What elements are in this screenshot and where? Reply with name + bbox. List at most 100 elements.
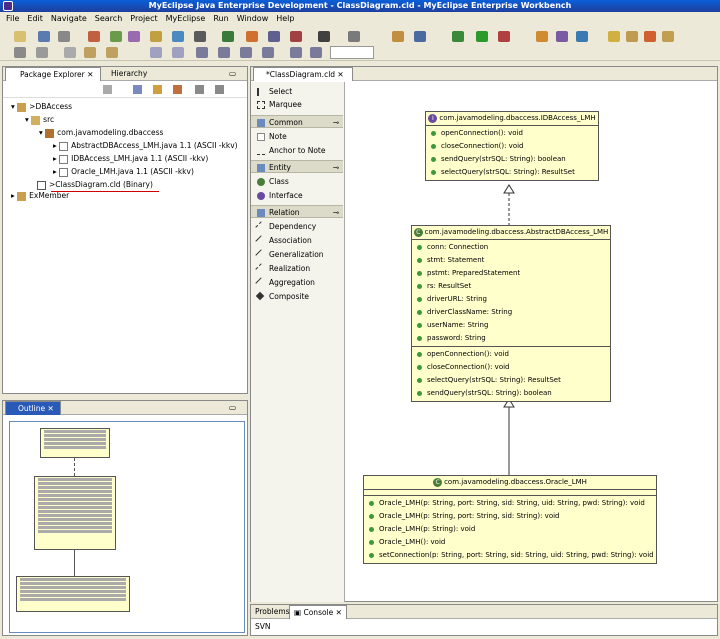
minimize-icon[interactable]: ▭ [229, 69, 237, 78]
filter-icon[interactable] [173, 85, 182, 94]
palette-realization[interactable]: Realization [251, 262, 343, 275]
uml-method[interactable]: setConnection(p: String, port: String, s… [364, 549, 656, 562]
maximize-icon[interactable]: ▭ [229, 403, 237, 412]
tab-outline[interactable]: Outline ✕ [5, 401, 61, 415]
match-height-icon[interactable] [310, 47, 322, 58]
palette-class[interactable]: Class [251, 175, 343, 188]
class-icon[interactable] [414, 31, 426, 42]
menu-help[interactable]: Help [276, 14, 295, 23]
palette-dependency[interactable]: Dependency [251, 220, 343, 233]
uml-field[interactable]: pstmt: PreparedStatement [412, 267, 610, 280]
open-resource-icon[interactable] [128, 31, 140, 42]
palette-drawer-entity[interactable]: Entity⊸ [251, 160, 343, 173]
palette-select[interactable]: Select [251, 85, 343, 98]
align-middle-icon[interactable] [240, 47, 252, 58]
build-icon[interactable] [88, 31, 100, 42]
palette-drawer-relation[interactable]: Relation⊸ [251, 205, 343, 218]
new-package-icon[interactable] [556, 31, 568, 42]
uml-method[interactable]: sendQuery(strSQL: String): boolean [412, 387, 610, 400]
palette-drawer-common[interactable]: Common⊸ [251, 115, 343, 128]
outline-thumbnail[interactable] [9, 421, 245, 633]
tree-node-abstract-java[interactable]: ▸ AbstractDBAccess_LMH.java 1.1 (ASCII -… [53, 141, 238, 151]
open-type-icon[interactable] [110, 31, 122, 42]
open-folder-icon[interactable] [608, 31, 620, 42]
search-icon[interactable] [644, 31, 656, 42]
uml-field[interactable]: password: String [412, 332, 610, 345]
uml-field[interactable]: conn: Connection [412, 241, 610, 254]
forward-icon[interactable] [106, 47, 118, 58]
palette-generalization[interactable]: Generalization [251, 248, 343, 261]
tree-node-idbaccess-java[interactable]: ▸ IDBAccess_LMH.java 1.1 (ASCII -kkv) [53, 154, 209, 164]
collapse-all-icon[interactable] [103, 85, 112, 94]
uml-method[interactable]: selectQuery(strSQL: String): ResultSet [426, 166, 598, 179]
back-icon[interactable] [84, 47, 96, 58]
run-icon[interactable] [476, 31, 488, 42]
align-icon[interactable] [194, 31, 206, 42]
uml-method[interactable]: openConnection(): void [426, 127, 598, 140]
tree-node-dbaccess[interactable]: ▾ >DBAccess [11, 102, 73, 112]
palette-aggregation[interactable]: Aggregation [251, 276, 343, 289]
uml-field[interactable]: rs: ResultSet [412, 280, 610, 293]
palette-association[interactable]: Association [251, 234, 343, 247]
sync-icon[interactable] [153, 85, 162, 94]
layout-icon[interactable] [268, 31, 280, 42]
palette-anchor-note[interactable]: Anchor to Note [251, 144, 343, 157]
task-icon[interactable] [662, 31, 674, 42]
menu-file[interactable]: File [6, 14, 20, 23]
menu-window[interactable]: Window [236, 14, 269, 23]
deploy-icon[interactable] [150, 31, 162, 42]
palette-composite[interactable]: Composite [251, 290, 343, 303]
align-bottom-icon[interactable] [262, 47, 274, 58]
server-icon[interactable] [172, 31, 184, 42]
tree-node-oracle-java[interactable]: ▸ Oracle_LMH.java 1.1 (ASCII -kkv) [53, 167, 194, 177]
menu-navigate[interactable]: Navigate [50, 14, 87, 23]
match-width-icon[interactable] [290, 47, 302, 58]
palette-interface[interactable]: Interface [251, 189, 343, 202]
tab-classdiagram[interactable]: *ClassDiagram.cld ✕ [253, 67, 353, 81]
tree-node-src[interactable]: ▾ src [25, 115, 55, 125]
menu-search[interactable]: Search [94, 14, 123, 23]
uml-field[interactable]: driverURL: String [412, 293, 610, 306]
menu-project[interactable]: Project [130, 14, 158, 23]
uml-method[interactable]: Oracle_LMH(p: String, port: String, sid:… [364, 510, 656, 523]
new-icon[interactable] [14, 31, 26, 42]
font-icon[interactable] [290, 31, 302, 42]
uml-field[interactable]: userName: String [412, 319, 610, 332]
view-menu-icon[interactable] [215, 85, 224, 94]
align-center-icon[interactable] [172, 47, 184, 58]
uml-method[interactable]: selectQuery(strSQL: String): ResultSet [412, 374, 610, 387]
uml-method[interactable]: Oracle_LMH(): void [364, 536, 656, 549]
tree-node-exmember[interactable]: ▸ ExMember [11, 191, 70, 201]
tree-node-package[interactable]: ▾ com.javamodeling.dbaccess [39, 128, 164, 138]
toolbar-row2-icon[interactable] [14, 47, 26, 58]
align-right-icon[interactable] [196, 47, 208, 58]
tree-node-classdiagram[interactable]: >ClassDiagram.cld (Binary) [37, 179, 153, 191]
pin-icon[interactable]: ⊸ [332, 208, 339, 217]
uml-field[interactable]: driverClassName: String [412, 306, 610, 319]
view-menu-icon[interactable] [195, 85, 204, 94]
palette-marquee[interactable]: Marquee [251, 98, 343, 111]
align-top-icon[interactable] [218, 47, 230, 58]
link-editor-icon[interactable] [133, 85, 142, 94]
format-icon[interactable] [246, 31, 258, 42]
uml-method[interactable]: closeConnection(): void [426, 140, 598, 153]
zoom-icon[interactable] [348, 31, 360, 42]
uml-method[interactable]: Oracle_LMH(p: String): void [364, 523, 656, 536]
palette-note[interactable]: Note [251, 130, 343, 143]
print-icon[interactable] [58, 31, 70, 42]
open-file-icon[interactable] [626, 31, 638, 42]
uml-method[interactable]: closeConnection(): void [412, 361, 610, 374]
package-icon[interactable] [392, 31, 404, 42]
menu-run[interactable]: Run [213, 14, 229, 23]
save-icon[interactable] [38, 31, 50, 42]
align-left-icon[interactable] [150, 47, 162, 58]
tab-console[interactable]: ▣ Console ✕ [289, 605, 347, 619]
tab-problems[interactable]: Problems [251, 605, 294, 619]
zoom-select[interactable] [330, 46, 374, 59]
tab-package-explorer[interactable]: Package Explorer ✕ [5, 67, 101, 81]
toolbar-row2-icon[interactable] [36, 47, 48, 58]
pin-icon[interactable]: ⊸ [332, 118, 339, 127]
